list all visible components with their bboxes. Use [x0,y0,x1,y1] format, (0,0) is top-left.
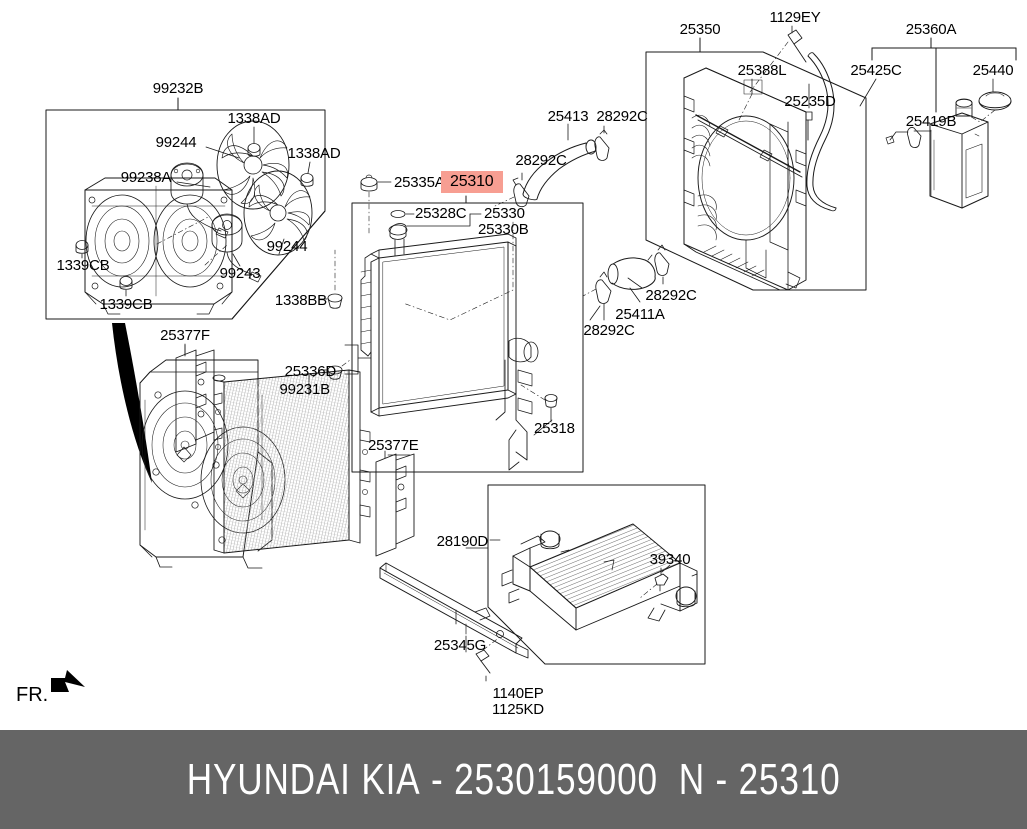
label-25330: 25330 [484,205,525,222]
label-28292C-upper-right: 28292C [596,108,648,125]
footer-bar: HYUNDAI KIA - 2530159000 N - 25310 [0,730,1027,829]
hose-25425C [806,52,877,212]
rod-25388L [695,78,803,178]
fastener-1338AD-1 [247,126,261,157]
fastener-1338AD-2 [300,161,314,187]
footer-sep-4 [728,755,739,804]
label-28292C-lower-left: 28292C [583,322,635,339]
label-25413: 25413 [547,108,589,125]
label-25336D: 25336D [284,363,337,380]
label-25310-highlighted: 25310 [441,171,503,193]
fastener-1339CB-1 [75,240,89,259]
fan-shroud-exploded [84,177,233,315]
footer-part-number: 2530159000 [454,754,658,804]
label-1338BB: 1338BB [274,292,327,309]
drain-plug-25330 [402,213,514,321]
oring-25328C [390,210,415,218]
front-direction-arrow-icon [49,668,91,699]
label-99243: 99243 [219,265,261,282]
label-25318: 25318 [534,420,575,437]
bracket-25377E [375,450,415,557]
label-25377E: 25377E [368,437,419,454]
label-99238A: 99238A [120,169,172,186]
group-box-intercooler [487,484,706,665]
label-25235D: 25235D [784,93,836,110]
label-25345G: 25345G [433,637,487,654]
footer-sep-3 [705,755,716,804]
label-25377F: 25377F [160,327,210,344]
hose-25413 [522,139,597,201]
footer-sep-1 [420,755,431,804]
label-25411A: 25411A [615,306,665,323]
footer-text: HYUNDAI KIA - 2530159000 N - 25310 [187,755,841,805]
label-99244-lower: 99244 [266,238,308,255]
label-25328C: 25328C [415,205,467,222]
intercooler-28190D [489,523,698,631]
radiator-core [344,223,539,471]
label-28190D: 28190D [436,533,489,550]
hose-25411A [607,254,656,290]
label-28292C-lower-right: 28292C [645,287,697,304]
rail-25345G [379,562,529,659]
label-99231B: 99231B [279,381,330,398]
fan-motor-lower [211,213,262,283]
label-28292C-upper-left: 28292C [515,152,567,169]
label-1338AD-1: 1338AD [227,110,281,127]
clamp-28292C-upper-left [512,172,530,208]
fr-label: FR. [16,684,49,706]
fastener-25336D [319,359,351,380]
label-25350: 25350 [679,21,721,38]
footer-ref-separator: - [715,754,728,804]
label-39340: 39340 [649,551,691,568]
bolt-1140EP [475,636,501,682]
reservoir-tank-25419B [885,98,989,209]
footer-ref-number: 25310 [738,754,841,804]
label-25330B: 25330B [478,221,529,238]
assembly-swoosh [112,323,152,483]
clamp-28292C-lower-right [654,244,670,285]
fastener-1338BB [319,249,343,309]
bolt-1129EY [749,25,807,93]
diagram-canvas [45,25,1017,682]
label-1140EP: 1140EP [492,685,544,702]
label-1338AD-2: 1338AD [287,145,341,162]
footer-ref-prefix: N [678,754,705,804]
fan-shroud-25350 [683,67,807,291]
label-1125KD: 1125KD [492,701,544,718]
label-25425C: 25425C [850,62,902,79]
fastener-1339CB-2 [119,276,133,297]
clamp-28292C-lower-left [595,271,612,321]
cap-25335A [360,174,392,234]
footer-separator: - [430,754,444,804]
label-99244-upper: 99244 [155,134,197,151]
fan-blade-upper [216,120,290,210]
label-1129EY: 1129EY [769,9,821,26]
label-1339CB-2: 1339CB [99,296,153,313]
label-25440: 25440 [972,62,1014,79]
bracket-25360A [871,37,1017,113]
label-25335A: 25335A [394,174,445,191]
label-25419B: 25419B [905,113,957,130]
cap-25440 [965,78,1012,123]
bracket-25377F [175,344,215,453]
clamp-28292C-upper-right [594,125,610,161]
bolt-25235D [805,83,813,141]
footer-sep-2 [443,755,454,804]
label-25388L: 25388L [737,62,787,79]
label-99232B: 99232B [152,80,204,97]
fan-blade-lower [243,170,313,256]
group-box-shroud [645,51,867,291]
label-25360A: 25360A [905,21,957,38]
fan-motor-upper [170,162,229,239]
fastener-25318 [520,384,558,423]
label-1339CB-1: 1339CB [56,257,110,274]
condenser-99231B [212,369,371,554]
footer-brand: HYUNDAI KIA [186,754,421,804]
group-box-radiator [351,202,584,473]
fastener-39340 [639,567,669,599]
